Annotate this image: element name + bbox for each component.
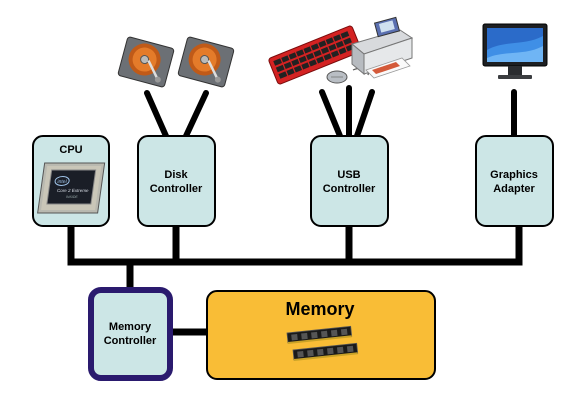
graphics-adapter-label-line1: Graphics bbox=[490, 169, 538, 181]
cpu-label: CPU bbox=[59, 144, 82, 156]
hard-disk-icon bbox=[117, 36, 175, 88]
ram-module-icon bbox=[286, 325, 359, 361]
mouse-icon bbox=[326, 67, 369, 84]
system-bus bbox=[67, 222, 523, 336]
memory-controller-label-line1: Memory bbox=[109, 321, 152, 333]
chip-inside-text: INSIDE bbox=[66, 195, 79, 199]
keyboard-icon bbox=[268, 25, 362, 85]
cpu-box: CPU intel Core 2 Extreme INSIDE bbox=[32, 135, 110, 227]
disk-controller-label-line2: Controller bbox=[150, 183, 203, 195]
disk-controller-label-line1: Disk bbox=[164, 169, 188, 181]
usb-controller-label-line2: Controller bbox=[323, 183, 376, 195]
graphics-adapter-box: Graphics Adapter bbox=[475, 135, 554, 227]
hard-disk-icon bbox=[177, 36, 235, 88]
usb-controller-box: USB Controller bbox=[310, 135, 389, 227]
memory-label: Memory bbox=[285, 299, 354, 319]
wire-usb-3 bbox=[354, 89, 375, 139]
graphics-adapter-label-line2: Adapter bbox=[493, 183, 535, 195]
disk-controller-box: Disk Controller bbox=[137, 135, 216, 227]
cpu-chip-icon: intel Core 2 Extreme INSIDE bbox=[37, 162, 106, 214]
device-wires bbox=[144, 85, 517, 139]
monitor-icon bbox=[482, 23, 548, 79]
chip-brand-text: intel bbox=[57, 179, 67, 185]
memory-controller-box: Memory Controller bbox=[88, 287, 173, 381]
usb-controller-label-line1: USB bbox=[337, 169, 360, 181]
wire-disk-1 bbox=[144, 90, 169, 139]
printer-icon bbox=[350, 16, 414, 79]
memory-controller-label-line2: Controller bbox=[104, 335, 157, 347]
wire-usb-1 bbox=[319, 89, 343, 139]
memory-box: Memory bbox=[206, 290, 436, 380]
chip-model-text: Core 2 Extreme bbox=[57, 188, 90, 193]
wire-disk-2 bbox=[183, 90, 209, 139]
